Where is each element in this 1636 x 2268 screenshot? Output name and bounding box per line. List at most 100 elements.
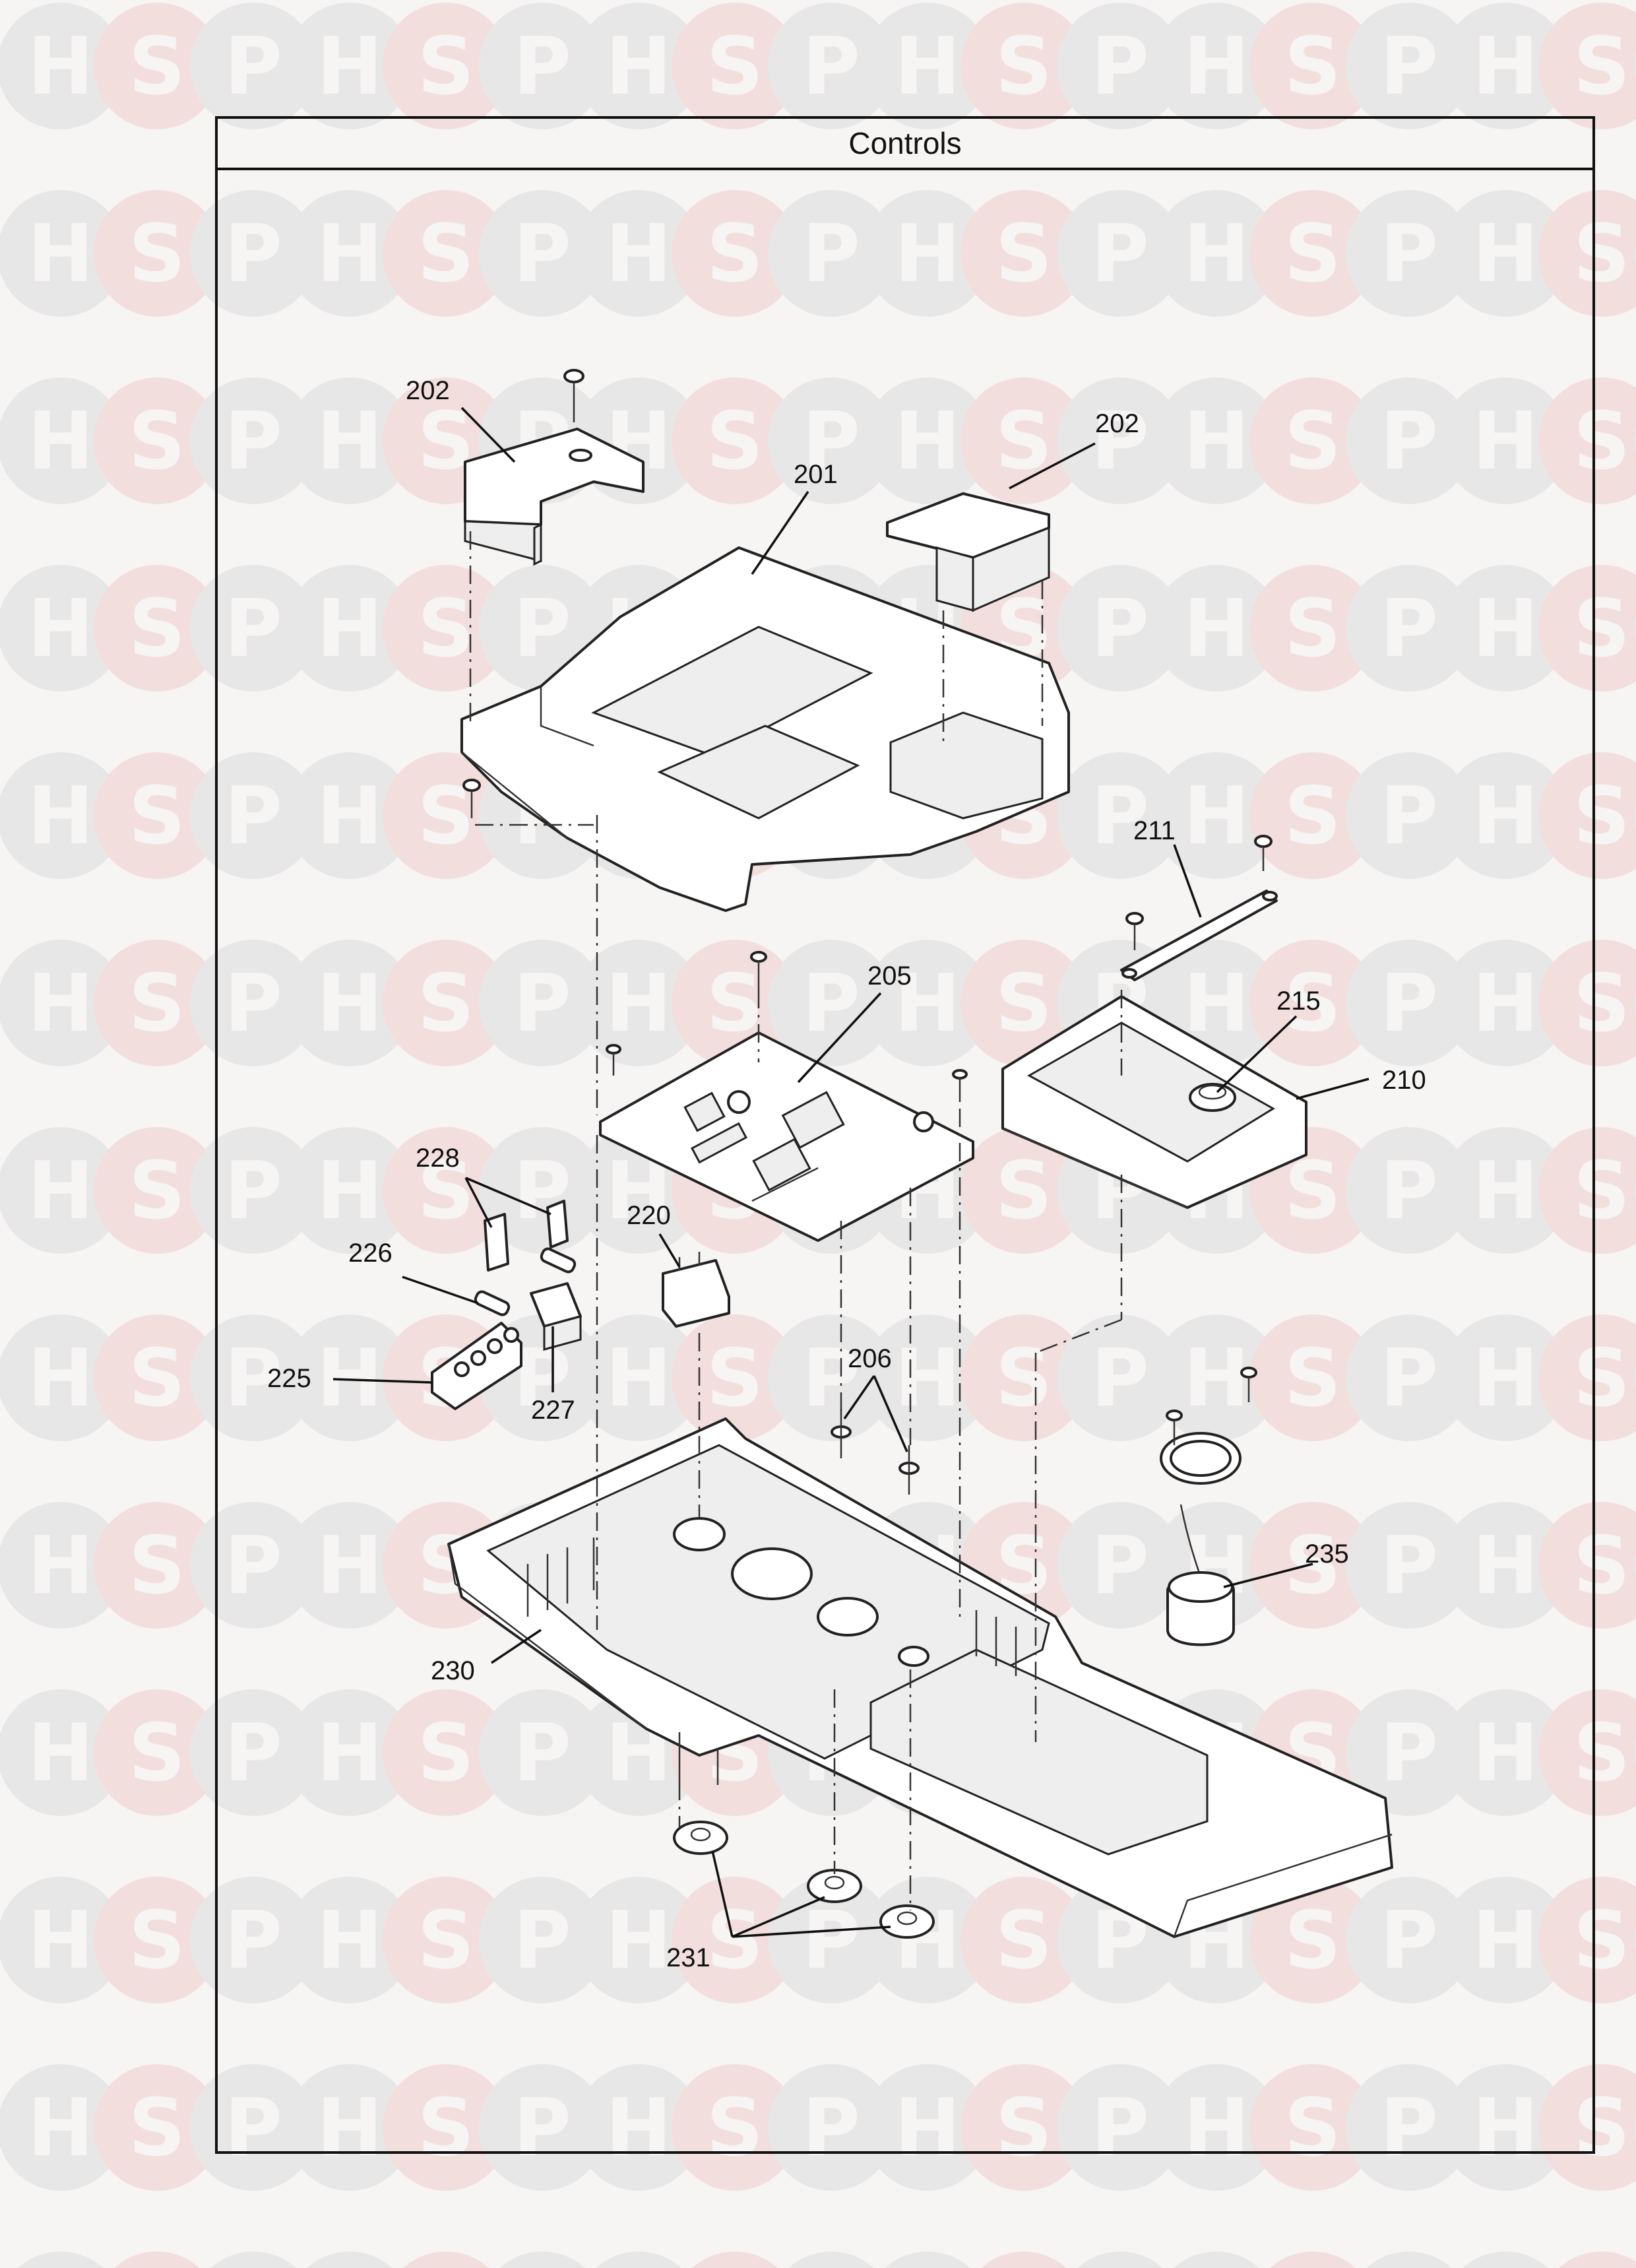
watermark-letter: P (1380, 1895, 1438, 1987)
watermark-letter: H (28, 2083, 94, 2174)
watermark-letter: S (1573, 2083, 1630, 2174)
watermark-letter: S (707, 21, 763, 113)
callout-labels: 202 202 201 211 205 215 210 228 220 226 … (267, 376, 1426, 1972)
watermark-circle (672, 1314, 798, 1441)
watermark-circle (1346, 3, 1472, 129)
watermark-letter: H (606, 1895, 672, 1987)
watermark-letter: S (707, 1895, 763, 1987)
watermark-circle (575, 1314, 702, 1441)
watermark-circle (94, 1877, 220, 2003)
watermark-letter: H (1472, 209, 1538, 300)
callout-202-left: 202 (406, 376, 450, 405)
callout-230: 230 (431, 1656, 475, 1685)
watermark-letter: S (995, 1146, 1052, 1237)
watermark-circle (1538, 1314, 1636, 1441)
watermark-letter: P (1380, 583, 1438, 675)
watermark-circle (383, 2064, 509, 2191)
watermark-circle (960, 377, 1087, 504)
watermark-letter: H (28, 1708, 94, 1799)
watermark-circle (94, 565, 220, 692)
watermark-letter: S (1573, 1520, 1630, 1612)
part-230-base-tray (447, 1417, 1393, 1938)
watermark-letter: S (1284, 958, 1341, 1050)
callout-228: 228 (416, 1144, 460, 1173)
watermark-circle (1153, 2064, 1280, 2191)
watermark-circle (1442, 940, 1569, 1066)
watermark-circle (672, 377, 798, 504)
watermark-circle (307, 2252, 393, 2268)
watermark-letter: S (707, 2083, 763, 2174)
watermark-circle (575, 940, 702, 1066)
watermark-circle (864, 3, 991, 129)
watermark-letter: P (513, 958, 571, 1050)
watermark-circle (0, 1502, 124, 1629)
watermark-circle (1057, 1314, 1183, 1441)
watermark-letter: H (28, 1146, 94, 1237)
watermark-letter: S (1573, 396, 1630, 488)
watermark-circle (1057, 752, 1183, 879)
screws-231 (678, 1732, 719, 1785)
watermark-circle (864, 2064, 991, 2191)
screw-211-b (1125, 912, 1144, 950)
watermark-circle (575, 2064, 702, 2191)
watermark-letter: S (1573, 209, 1630, 300)
callout-201: 201 (794, 460, 838, 489)
watermark-circle (1538, 1127, 1636, 1254)
watermark-circle (960, 2064, 1087, 2191)
watermark-circle (479, 1877, 606, 2003)
watermark-letter: H (317, 1895, 383, 1987)
watermark-circle (1442, 377, 1569, 504)
watermark-circle (1249, 2064, 1376, 2191)
callout-205: 205 (867, 961, 912, 990)
watermark-circle (190, 3, 317, 129)
watermark-circle (286, 2064, 413, 2191)
watermark-circle (1057, 190, 1183, 317)
part-202-right-cover (886, 492, 1050, 612)
watermark-letter: H (1472, 2083, 1538, 2174)
watermark-letter: S (995, 209, 1052, 300)
watermark-circle (575, 1877, 702, 2003)
watermark-circle (94, 1127, 220, 1254)
callout-231: 231 (666, 1943, 710, 1972)
watermark-circle (286, 565, 413, 692)
watermark-letter: S (418, 209, 474, 300)
watermark-circle (499, 2252, 585, 2268)
watermark-circle (768, 940, 895, 1066)
part-235-sensor (1160, 1432, 1242, 1646)
watermark-letter: H (317, 396, 383, 488)
part-202-left-cover (464, 428, 645, 566)
watermark-circle (1153, 377, 1280, 504)
watermark-letter: S (995, 2083, 1052, 2174)
watermark-letter: S (995, 396, 1052, 488)
screw-205-a (750, 951, 767, 990)
watermark-circle (190, 565, 317, 692)
watermark-circle (190, 1502, 317, 1629)
watermark-letter: S (1573, 1895, 1630, 1987)
watermark-letter: S (995, 1333, 1052, 1425)
watermark-letter: P (1380, 396, 1438, 488)
watermark-letter: S (1573, 771, 1630, 862)
watermark-letter: S (707, 396, 763, 488)
watermark-letter: H (606, 2083, 672, 2174)
watermark-circle (286, 752, 413, 879)
part-215-knob (1189, 1083, 1236, 1112)
callout-202-right: 202 (1095, 409, 1139, 438)
watermark-circle (94, 1502, 220, 1629)
watermark-circle (383, 940, 509, 1066)
watermark-letter: P (513, 209, 571, 300)
watermark-circle (885, 2252, 970, 2268)
watermark-circle (1346, 1502, 1472, 1629)
watermark-letter: S (1284, 1895, 1341, 1987)
watermark-circle (94, 940, 220, 1066)
watermark-letter: H (317, 771, 383, 862)
watermark-letter: P (1380, 1708, 1438, 1799)
watermark-letter: P (1380, 1520, 1438, 1612)
watermark-circle (1153, 190, 1280, 317)
watermark-letter: H (317, 2083, 383, 2174)
watermark-letter: P (224, 21, 282, 113)
watermark-circle (190, 190, 317, 317)
watermark-circle (1153, 752, 1280, 879)
watermark-circle (960, 940, 1087, 1066)
watermark-letter: P (224, 1146, 282, 1237)
watermark-letter: H (606, 958, 672, 1050)
